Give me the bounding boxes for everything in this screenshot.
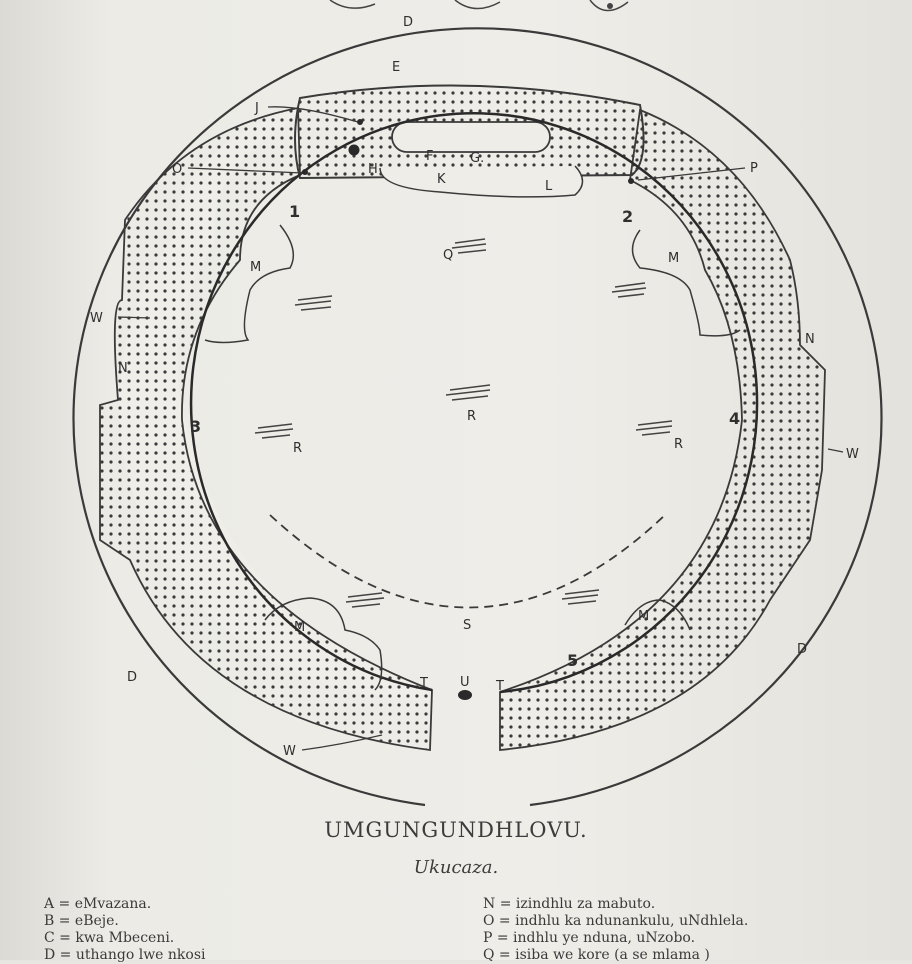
legend-item: N = izindhlu za mabuto. bbox=[483, 896, 656, 912]
legend-item: P = indhlu ye nduna, uNzobo. bbox=[483, 930, 696, 946]
label-O: O bbox=[172, 162, 182, 177]
label-L: L bbox=[545, 179, 553, 194]
label-N-1: N bbox=[118, 361, 128, 376]
hut-M-topright bbox=[631, 229, 741, 337]
label-D-top: D bbox=[403, 15, 413, 30]
marker-O bbox=[302, 169, 308, 175]
diagram-subtitle: Ukucaza. bbox=[413, 857, 499, 878]
label-G: G. bbox=[470, 151, 484, 166]
legend-item: D = uthango lwe nkosi bbox=[44, 947, 206, 963]
inner-circle bbox=[189, 112, 759, 694]
label-M-4: M bbox=[638, 609, 649, 624]
label-num-1: 1 bbox=[289, 202, 300, 221]
label-N-2: N bbox=[805, 332, 815, 347]
label-R-3: R bbox=[674, 437, 683, 452]
enclosure-FG bbox=[391, 121, 551, 153]
marker-U bbox=[458, 690, 472, 700]
outer-fence-D bbox=[72, 27, 883, 807]
legend-left-column: A = eMvazana. B = eBeje. C = kwa Mbeceni… bbox=[44, 896, 444, 964]
hut-M-topleft bbox=[204, 224, 295, 344]
label-num-5: 5 bbox=[567, 651, 578, 670]
hut-M-bottomright bbox=[624, 599, 691, 631]
label-H: H bbox=[368, 162, 378, 177]
label-R-2: R bbox=[293, 441, 302, 456]
kraal-plan-diagram: D E J O H F G. K L P 1 2 Q M M W N N R 3… bbox=[72, 0, 883, 807]
label-W-3: W bbox=[283, 744, 296, 759]
label-M-1: M bbox=[250, 260, 261, 275]
label-T-1: T bbox=[419, 676, 428, 691]
label-num-4: 4 bbox=[729, 409, 740, 428]
marker-P bbox=[628, 178, 634, 184]
label-F: F bbox=[426, 149, 433, 164]
hut-band-right bbox=[499, 108, 826, 751]
label-W-1: W bbox=[90, 311, 103, 326]
label-Q: Q bbox=[443, 248, 453, 263]
label-D-left: D bbox=[127, 670, 137, 685]
label-P: P bbox=[750, 161, 758, 176]
top-remnant-left bbox=[329, 0, 376, 9]
legend-item: Q = isiba we kore (a se mlama ) bbox=[483, 947, 710, 963]
top-remnant-mid bbox=[454, 0, 501, 10]
label-M-2: M bbox=[668, 251, 679, 266]
legend-item: B = eBeje. bbox=[44, 913, 119, 929]
cattle-marks bbox=[254, 238, 673, 608]
label-M-3: M bbox=[294, 620, 305, 635]
label-W-2: W bbox=[846, 447, 859, 462]
marker-king bbox=[348, 144, 360, 156]
label-S: S bbox=[463, 618, 471, 633]
hut-M-bottomleft bbox=[264, 597, 383, 691]
label-J: J bbox=[254, 101, 259, 116]
label-K: K bbox=[437, 172, 446, 187]
label-num-3: 3 bbox=[190, 417, 201, 436]
pointer-lines bbox=[117, 106, 844, 751]
label-num-2: 2 bbox=[622, 207, 633, 226]
hut-band-left bbox=[99, 106, 433, 752]
label-R-1: R bbox=[467, 409, 476, 424]
top-remnant-right bbox=[589, 0, 629, 12]
legend-item: O = indhlu ka ndunankulu, uNdhlela. bbox=[483, 913, 749, 929]
top-remnant-dot bbox=[607, 3, 613, 9]
label-T-2: T bbox=[495, 679, 504, 694]
legend-item: C = kwa Mbeceni. bbox=[44, 930, 175, 946]
hut-KL bbox=[379, 165, 584, 198]
diagram-title: UMGUNGUNDHLOVU. bbox=[324, 818, 588, 842]
label-U: U bbox=[460, 675, 470, 690]
marker-J bbox=[357, 119, 363, 125]
label-E: E bbox=[392, 60, 400, 75]
legend-item: A = eMvazana. bbox=[44, 896, 152, 912]
legend-right-column: N = izindhlu za mabuto. O = indhlu ka nd… bbox=[483, 896, 903, 964]
label-D-right: D bbox=[797, 642, 807, 657]
dashed-arc-S bbox=[269, 514, 666, 609]
